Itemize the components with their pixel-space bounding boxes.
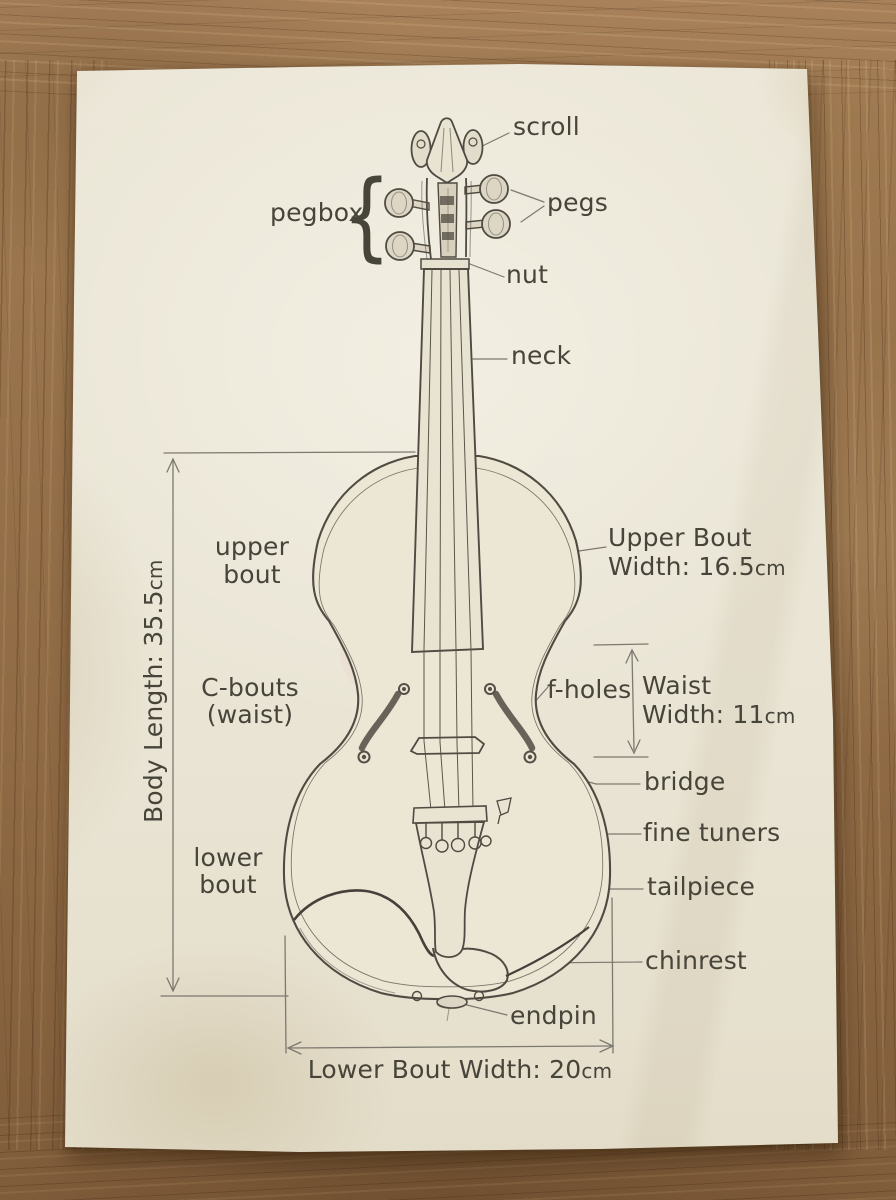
label-chinrest: chinrest <box>645 946 747 975</box>
label-waist-width: Waist Width: 11cm <box>642 671 796 729</box>
chinrest-drawing <box>292 889 590 994</box>
fine-tuners-drawing <box>419 821 492 853</box>
nut-drawing <box>420 258 470 270</box>
fingerboard <box>411 268 484 653</box>
f-holes-drawing <box>357 683 537 764</box>
label-neck: neck <box>511 341 572 370</box>
label-body-length: Body Length: 35.5cm <box>139 559 168 823</box>
tuner-flag <box>496 797 512 825</box>
pegbox-drawing <box>421 177 472 260</box>
strings <box>423 269 474 812</box>
tailpiece-drawing <box>412 797 512 993</box>
label-pegs: pegs <box>547 188 608 217</box>
purfling-line <box>290 467 604 988</box>
label-pegbox: pegbox <box>270 198 364 227</box>
label-bridge: bridge <box>644 767 726 796</box>
label-lower-bout-width: Lower Bout Width: 20cm <box>307 1055 613 1084</box>
bridge-drawing <box>409 736 486 755</box>
scroll-drawing <box>410 117 484 184</box>
label-tailpiece: tailpiece <box>647 872 756 901</box>
label-scroll: scroll <box>513 112 580 141</box>
label-lower-bout: lower bout <box>193 843 263 899</box>
label-nut: nut <box>506 260 549 289</box>
pegbox-brace: { <box>342 160 391 272</box>
label-fine-tuners: fine tuners <box>643 818 781 847</box>
tailpiece-foot <box>432 947 509 993</box>
endpin-drawing <box>411 990 485 1022</box>
label-upper-bout-width: Upper Bout Width: 16.5cm <box>608 523 786 581</box>
label-endpin: endpin <box>510 1001 597 1030</box>
label-c-bouts: C-bouts (waist) <box>201 673 299 729</box>
label-upper-bout: upper bout <box>214 532 290 589</box>
label-f-holes: f-holes <box>547 675 632 704</box>
neck-drawing <box>411 258 484 812</box>
